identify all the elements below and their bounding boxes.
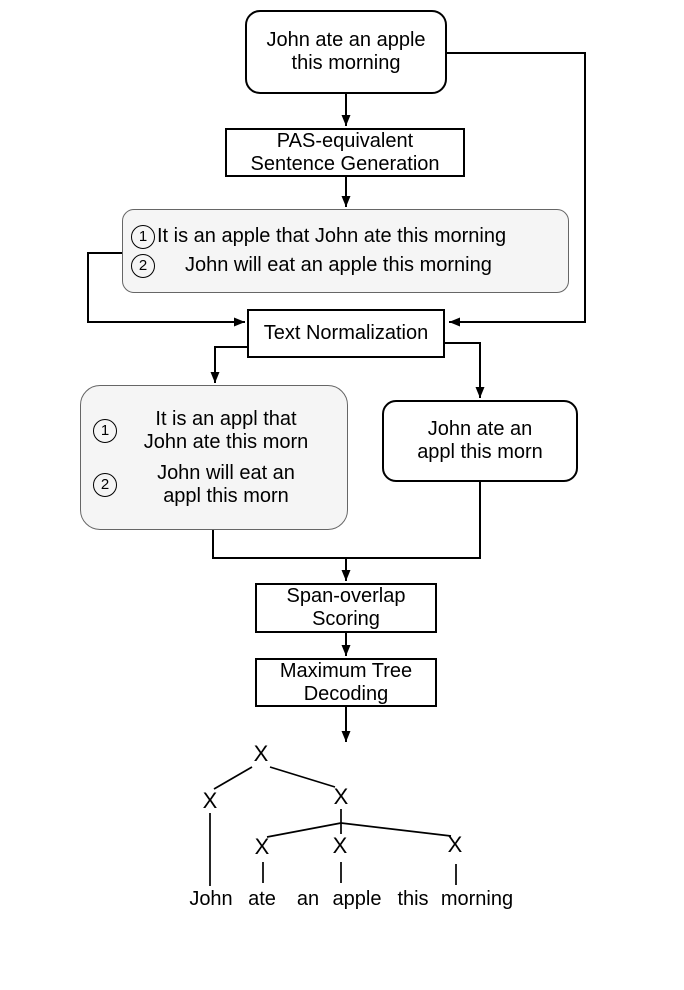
normalized-generated-item-2: 2 John will eat an appl this morn — [93, 462, 335, 508]
tree-node-root: X — [253, 741, 269, 766]
text-normalization-label: Text Normalization — [263, 322, 429, 344]
arrow-input-bypass-to-normalization — [447, 52, 586, 327]
generated-item-2: 2 John will eat an apple this morning — [131, 253, 560, 278]
leaf-word-morning: morning — [440, 888, 514, 910]
normalized-generated-text-2: John will eat an appl this morn — [117, 462, 335, 508]
ng2-line-2: appl this morn — [163, 484, 289, 507]
tree-node-child-3: X — [447, 832, 463, 857]
span-scoring-line-1: Span-overlap — [286, 585, 406, 607]
normalized-input-line-1: John ate an — [427, 418, 533, 440]
circled-number-2-icon: 2 — [93, 472, 117, 497]
leaf-word-an: an — [296, 888, 320, 910]
tree-node-right: X — [333, 784, 349, 809]
input-line-2: this morning — [291, 52, 401, 74]
normalized-generated-item-1: 1 It is an appl that John ate this morn — [93, 408, 335, 454]
pas-line-1: PAS-equivalent — [276, 129, 414, 152]
circled-number-2-icon: 2 — [131, 253, 155, 278]
max-tree-line-2: Decoding — [303, 682, 389, 705]
text-normalization-node: Text Normalization — [247, 309, 445, 358]
normalized-generated-node: 1 It is an appl that John ate this morn … — [80, 385, 348, 530]
ng2-line-1: John will eat an — [157, 461, 295, 484]
leaf-word-ate: ate — [248, 888, 276, 910]
input-line-1: John ate an apple — [266, 29, 426, 51]
arrow-normalization-to-left-box — [210, 346, 247, 383]
ng1-line-2: John ate this morn — [143, 430, 309, 453]
arrow-normalization-to-right-box — [445, 342, 485, 398]
tree-node-child-1: X — [254, 834, 270, 859]
tree-branches — [209, 766, 457, 886]
circled-number-1-icon: 1 — [131, 224, 155, 249]
max-tree-decoding-node: Maximum Tree Decoding — [255, 658, 437, 707]
normalized-input-node: John ate an appl this morn — [382, 400, 578, 482]
generated-text-2: John will eat an apple this morning — [185, 254, 492, 276]
pas-line-2: Sentence Generation — [250, 152, 440, 175]
arrow-generated-to-normalization — [87, 252, 245, 327]
ng1-line-1: It is an appl that — [155, 407, 297, 430]
leaf-word-apple: apple — [332, 888, 382, 910]
max-tree-line-1: Maximum Tree — [279, 659, 413, 682]
generated-item-1: 1 It is an apple that John ate this morn… — [131, 224, 560, 249]
span-scoring-node: Span-overlap Scoring — [255, 583, 437, 633]
normalized-input-line-2: appl this morn — [417, 441, 543, 463]
leaf-word-this: this — [397, 888, 429, 910]
pas-generation-node: PAS-equivalent Sentence Generation — [225, 128, 465, 177]
circled-number-1-icon: 1 — [93, 418, 117, 443]
span-scoring-line-2: Scoring — [312, 608, 380, 630]
tree-node-child-2: X — [332, 833, 348, 858]
normalized-generated-text-1: It is an appl that John ate this morn — [117, 408, 335, 454]
generated-text-1: It is an apple that John ate this mornin… — [157, 225, 507, 247]
leaf-word-john: John — [189, 888, 233, 910]
generated-sentences-node: 1 It is an apple that John ate this morn… — [122, 209, 569, 293]
tree-node-left: X — [202, 788, 218, 813]
input-sentence-node: John ate an apple this morning — [245, 10, 447, 94]
